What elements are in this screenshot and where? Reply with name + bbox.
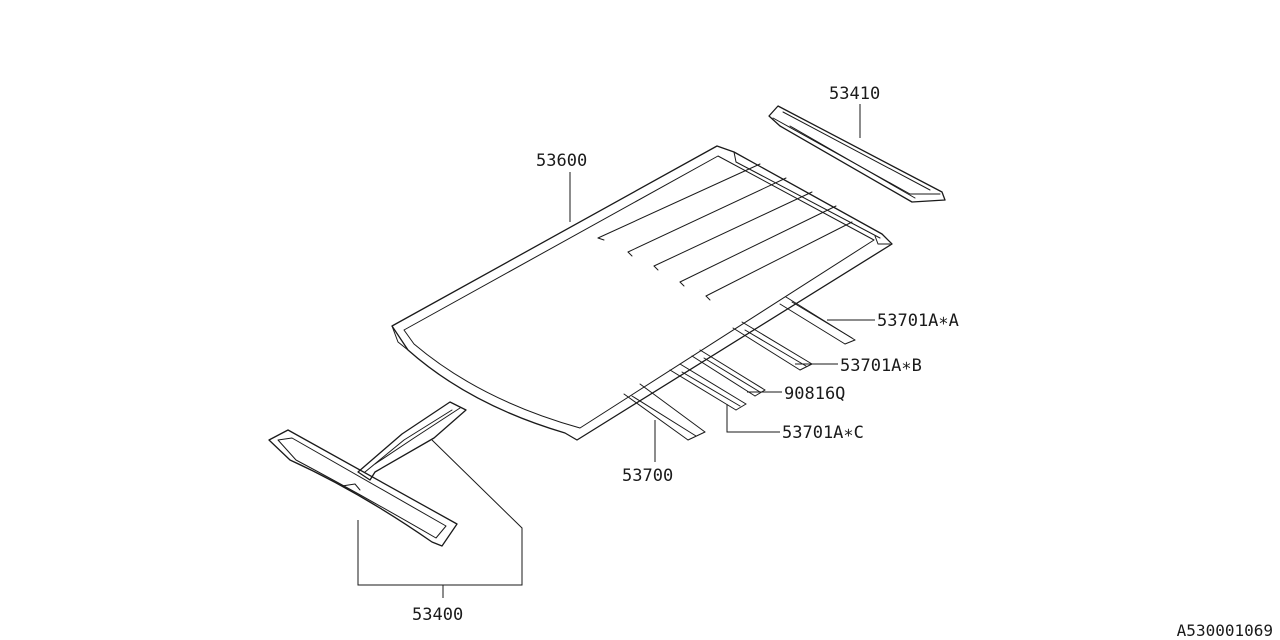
callout-90816q: 90816Q xyxy=(784,384,845,404)
callout-53701a-b: 53701A∗B xyxy=(840,356,922,376)
callout-53701a-c: 53701A∗C xyxy=(782,423,864,443)
rear-rail-drawing xyxy=(768,105,946,203)
leader-lines xyxy=(357,104,875,598)
roof-bows-drawing xyxy=(623,296,856,441)
roof-panel-drawing xyxy=(391,145,893,441)
leader-53701a-c xyxy=(726,404,780,433)
callout-53701a-a: 53701A∗A xyxy=(877,311,959,331)
callout-53410: 53410 xyxy=(829,84,880,104)
leader-53400 xyxy=(357,439,523,586)
callout-53700: 53700 xyxy=(622,466,673,486)
diagram-id: A530001069 xyxy=(1177,621,1273,640)
front-rail-drawing xyxy=(268,401,467,547)
callouts: 53410 53600 53701A∗A 53701A∗B 90816Q 537… xyxy=(412,84,1273,640)
callout-53600: 53600 xyxy=(536,151,587,171)
callout-53400: 53400 xyxy=(412,605,463,625)
